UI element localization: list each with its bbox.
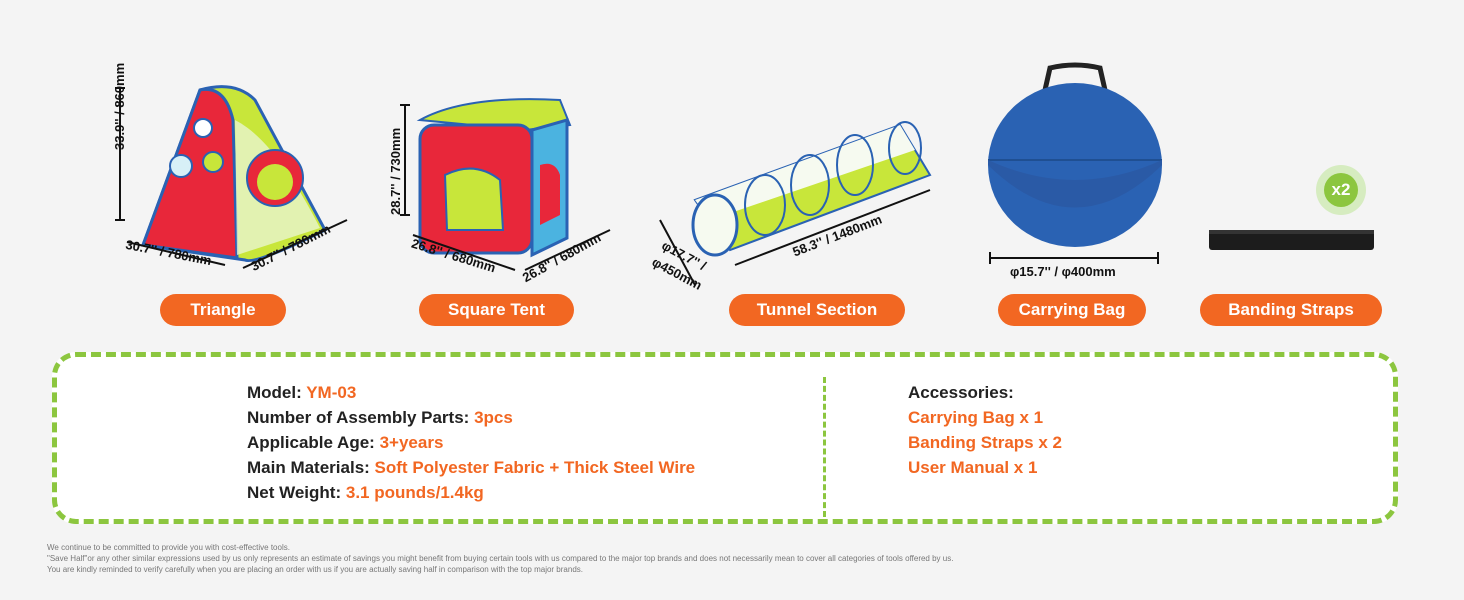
- accessories-title: Accessories:: [908, 383, 1014, 402]
- panel-divider: [823, 377, 826, 517]
- label-triangle: Triangle: [160, 294, 286, 326]
- disclaimer-line: "Save Half"or any other similar expressi…: [47, 554, 954, 563]
- spec-weight: Net Weight: 3.1 pounds/1.4kg: [247, 483, 484, 503]
- spec-label: Main Materials:: [247, 458, 370, 477]
- spec-value: 3.1 pounds/1.4kg: [345, 483, 484, 502]
- spec-panel: Model: YM-03 Number of Assembly Parts: 3…: [52, 352, 1398, 524]
- banding-strap-image: [1209, 230, 1374, 250]
- spec-label: Number of Assembly Parts:: [247, 408, 470, 427]
- spec-parts: Number of Assembly Parts: 3pcs: [247, 408, 513, 428]
- spec-value: 3+years: [379, 433, 444, 452]
- quantity-badge: x2: [1316, 165, 1366, 215]
- spec-value: 3pcs: [474, 408, 513, 427]
- square-height-dim: 28.7'' / 730mm: [388, 127, 403, 215]
- accessory-item: Carrying Bag x 1: [908, 408, 1044, 427]
- bag-diameter-dim: φ15.7'' / φ400mm: [1010, 264, 1116, 279]
- spec-age: Applicable Age: 3+years: [247, 433, 443, 453]
- quantity-badge-text: x2: [1324, 173, 1358, 207]
- accessory-item: User Manual x 1: [908, 458, 1038, 477]
- label-banding-straps: Banding Straps: [1200, 294, 1382, 326]
- square-tent-image: [400, 98, 611, 271]
- spec-label: Applicable Age:: [247, 433, 375, 452]
- spec-value: YM-03: [306, 383, 357, 402]
- spec-label: Net Weight:: [247, 483, 342, 502]
- label-carrying-bag: Carrying Bag: [998, 294, 1146, 326]
- label-tunnel: Tunnel Section: [729, 294, 905, 326]
- triangle-tent-image: [115, 85, 348, 269]
- triangle-height-dim: 33.9'' / 860mm: [112, 62, 127, 150]
- spec-materials: Main Materials: Soft Polyester Fabric + …: [247, 458, 695, 478]
- accessory-item: Banding Straps x 2: [908, 433, 1062, 452]
- carrying-bag-image: [988, 62, 1162, 264]
- tunnel-image: [659, 121, 932, 286]
- spec-value: Soft Polyester Fabric + Thick Steel Wire: [374, 458, 696, 477]
- spec-label: Model:: [247, 383, 302, 402]
- disclaimer-line: We continue to be committed to provide y…: [47, 543, 290, 552]
- spec-model: Model: YM-03: [247, 383, 356, 403]
- disclaimer-line: You are kindly reminded to verify carefu…: [47, 565, 583, 574]
- label-square-tent: Square Tent: [419, 294, 574, 326]
